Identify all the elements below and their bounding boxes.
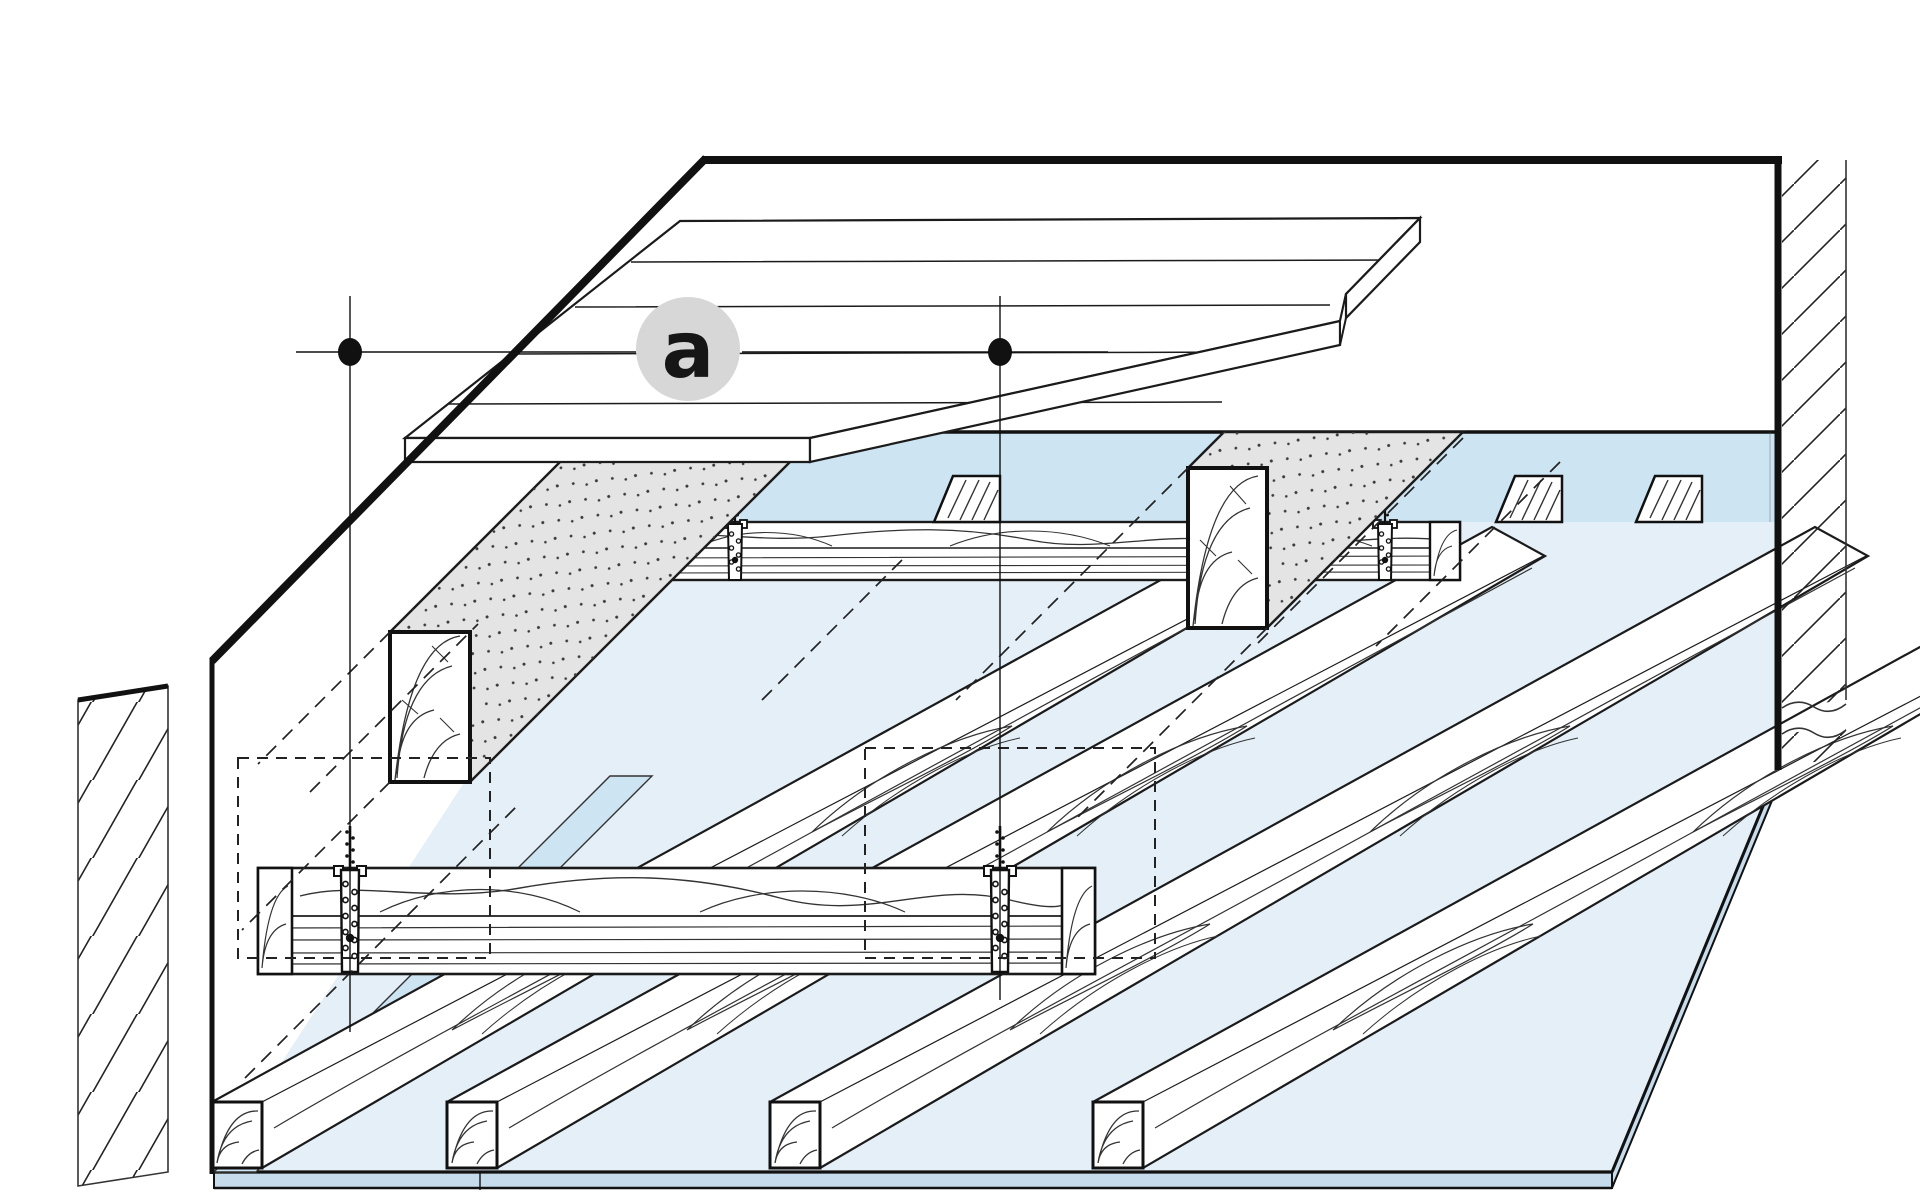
dimension-markers	[296, 296, 1108, 1032]
joist-2-end-grain	[1186, 466, 1269, 630]
label-a-circle	[636, 297, 740, 401]
wall-break-line	[1781, 701, 1847, 713]
detail-box-left	[237, 757, 491, 959]
joist-1-end-grain	[388, 630, 472, 784]
wall-corner-edge	[209, 155, 709, 664]
left-wall-hatch	[77, 683, 169, 1187]
marker-dot-right	[988, 338, 1012, 366]
hidden-edges	[241, 437, 1561, 1079]
floorboard-layer	[401, 215, 1423, 464]
marker-dot-left	[338, 338, 362, 366]
label-a-badge: a	[636, 297, 740, 401]
joist-1	[388, 430, 823, 784]
right-wall-hatch	[1781, 160, 1847, 766]
front-leveling-batten	[256, 824, 1097, 976]
detail-box-right	[864, 747, 1156, 959]
joist-2	[1186, 430, 1466, 631]
wall-break-line	[1781, 727, 1847, 739]
floorboard-cut-face-2	[1344, 215, 1422, 321]
left-wall	[77, 155, 709, 1187]
detail-callout-boxes	[237, 747, 1156, 959]
right-wall	[1774, 156, 1847, 770]
floorboard-front-face	[403, 436, 812, 464]
label-a-text: a	[662, 306, 715, 396]
